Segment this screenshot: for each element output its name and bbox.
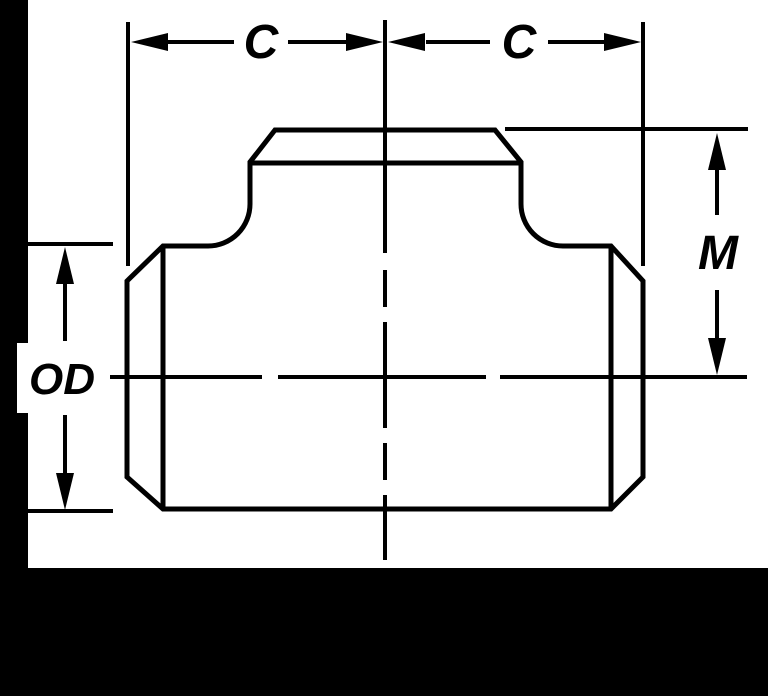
od-dimension: OD — [17, 242, 113, 513]
left-border-strip — [0, 0, 28, 568]
od-arrowhead-up-icon — [56, 247, 74, 284]
c-right-arrowhead-right-icon — [604, 33, 641, 51]
c-dimension-left: C — [126, 16, 383, 266]
od-label-background — [17, 343, 97, 413]
c-left-arrowhead-right-icon — [346, 33, 383, 51]
c-right-arrowhead-left-icon — [388, 33, 425, 51]
bottom-border-band — [0, 568, 768, 696]
dim-label-m: M — [698, 227, 739, 280]
c-dimension-right: C — [388, 16, 645, 266]
od-arrowhead-down-icon — [56, 473, 74, 510]
dim-label-c-right: C — [502, 16, 538, 69]
tee-body-outline — [124, 127, 646, 512]
m-dimension: M — [505, 127, 748, 375]
c-left-arrowhead-left-icon — [131, 33, 168, 51]
m-arrowhead-down-icon — [708, 338, 726, 375]
dim-label-c-left: C — [244, 16, 280, 69]
m-arrowhead-up-icon — [708, 133, 726, 170]
dim-label-od: OD — [29, 355, 95, 404]
